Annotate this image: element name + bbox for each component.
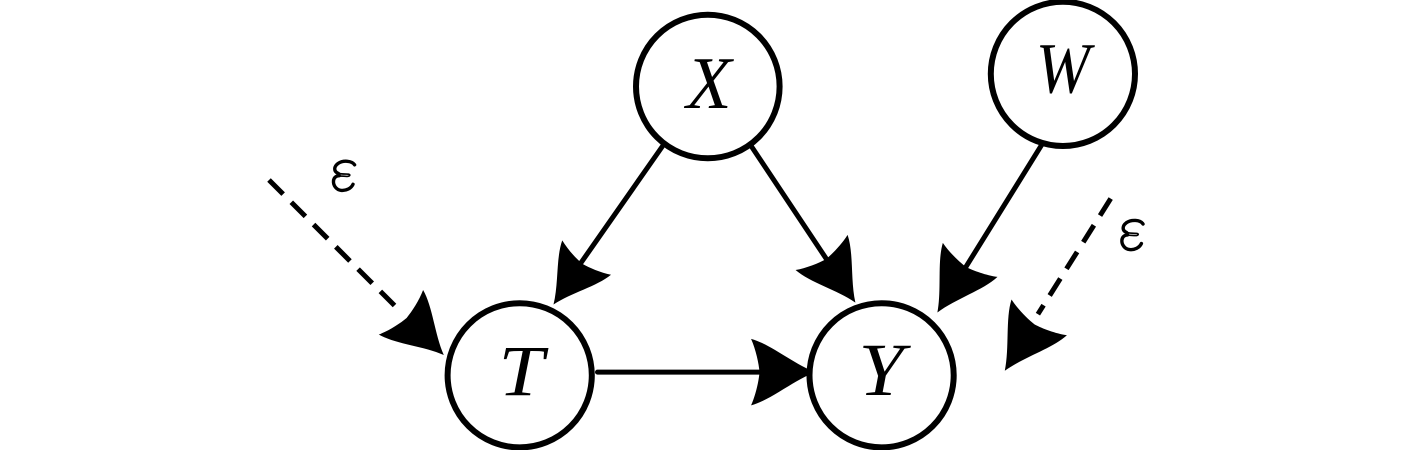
svg-text:T: T [499, 331, 550, 411]
svg-text:X: X [683, 43, 734, 125]
svg-text:W: W [1036, 29, 1096, 109]
svg-text:Y: Y [859, 329, 912, 412]
